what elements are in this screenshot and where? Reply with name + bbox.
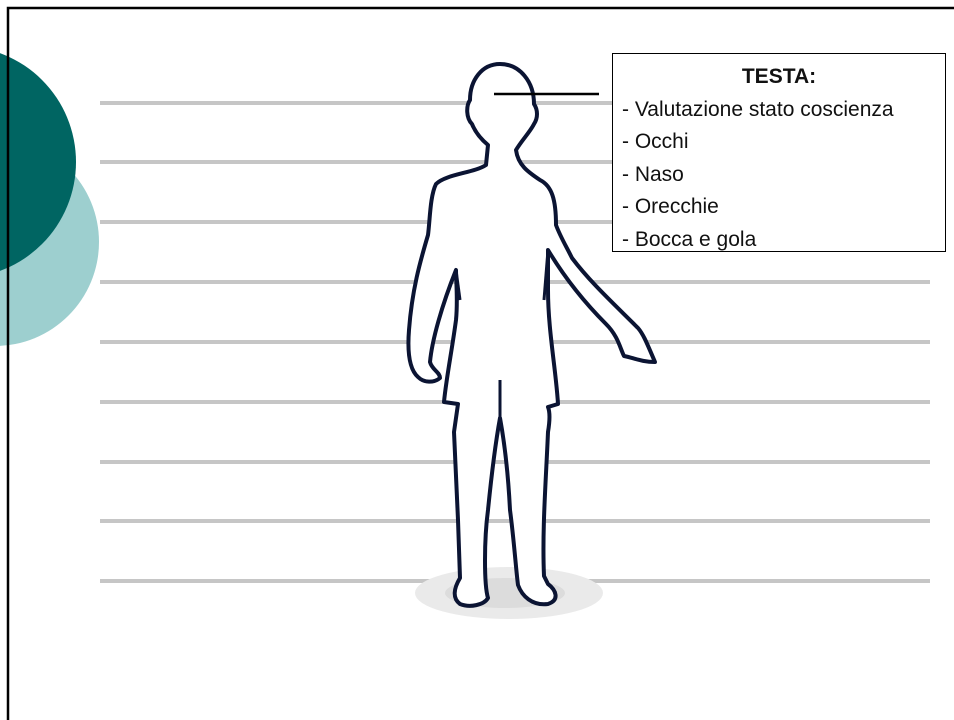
callout-list: - Valutazione stato coscienza - Occhi - … bbox=[622, 94, 945, 257]
child-figure-detail bbox=[542, 249, 550, 301]
callout-item: - Orecchie bbox=[622, 195, 719, 218]
callout-item: - Occhi bbox=[622, 130, 689, 153]
callout-title: TESTA: bbox=[741, 65, 817, 88]
child-figure-detail bbox=[454, 269, 462, 301]
slide-frame bbox=[6, 6, 954, 720]
callout-item: - Bocca e gola bbox=[622, 227, 757, 251]
callout-item: - Naso bbox=[622, 162, 684, 186]
child-figure bbox=[406, 62, 657, 608]
head-callout-box: TESTA: - Valutazione stato coscienza - O… bbox=[612, 53, 946, 252]
callout-item: - Valutazione stato coscienza bbox=[622, 97, 894, 121]
decorative-circle-dark bbox=[0, 53, 76, 271]
